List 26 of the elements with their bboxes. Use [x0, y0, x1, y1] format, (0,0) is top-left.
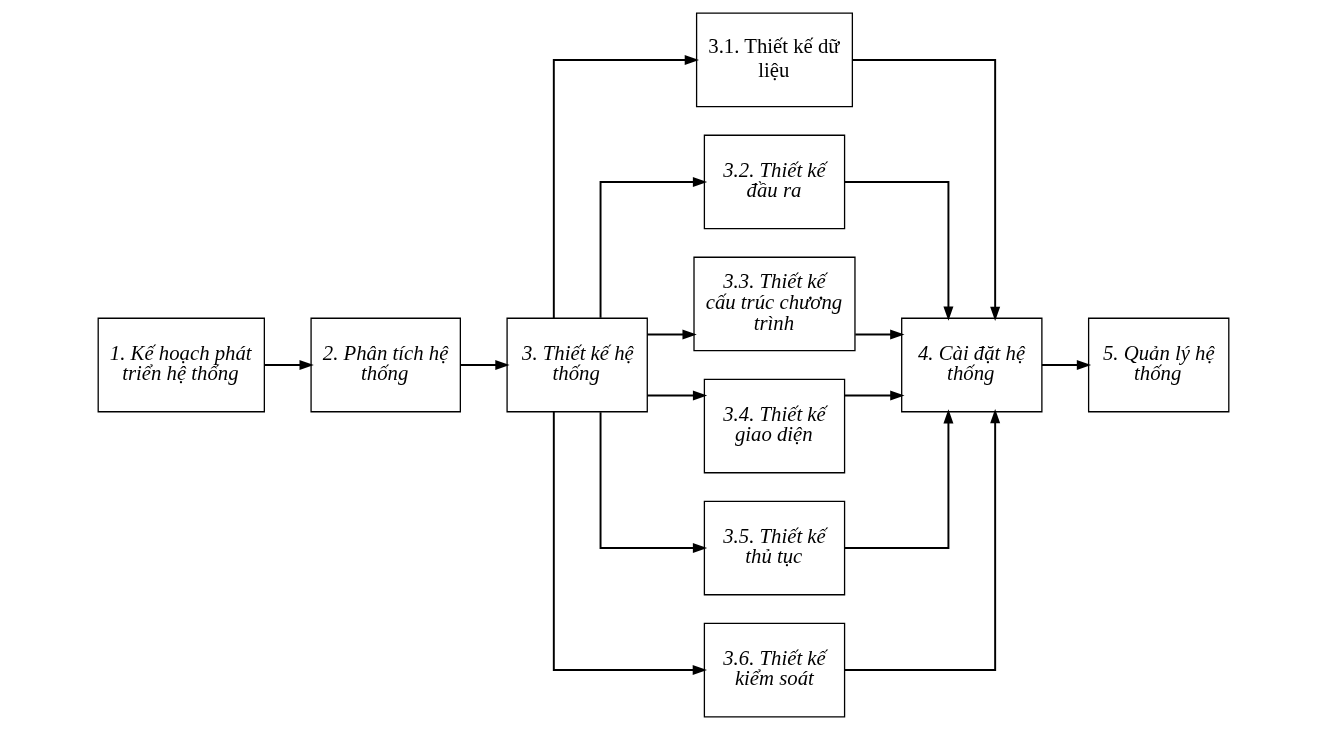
arrow — [599, 411, 707, 554]
node-box: 3.6. Thiết kế kiểm soát — [703, 622, 845, 718]
arrow — [843, 181, 953, 321]
arrow — [599, 176, 707, 319]
arrow — [459, 360, 510, 370]
arrow — [645, 329, 697, 340]
node-box: 3.4. Thiết kế giao diện — [703, 378, 845, 474]
node-box: 2. Phân tích hệ thống — [309, 317, 461, 413]
arrow — [1040, 360, 1091, 370]
node-box: 5. Quản lý hệ thống — [1087, 317, 1229, 413]
arrow — [851, 58, 1000, 321]
arrow — [853, 329, 904, 340]
arrow — [843, 409, 953, 549]
node-box: 4. Cài đặt hệ thống — [900, 317, 1043, 413]
arrow — [843, 409, 1000, 672]
node-box: 3.2. Thiết kế đầu ra — [703, 134, 845, 230]
arrow — [552, 411, 707, 676]
arrow — [645, 390, 707, 401]
node-box: 3.3. Thiết kế cấu trúc chương trình — [692, 256, 856, 352]
arrow — [552, 54, 699, 319]
node-box: 3.5. Thiết kế thủ tục — [703, 500, 845, 596]
node-box: 3. Thiết kế hệ thống — [505, 317, 648, 413]
node-box: 3.1. Thiết kế dữ liệu — [695, 12, 853, 108]
node-box: 1. Kế hoạch phát triển hệ thống — [97, 317, 265, 413]
arrow — [262, 360, 314, 370]
arrow — [843, 390, 905, 401]
